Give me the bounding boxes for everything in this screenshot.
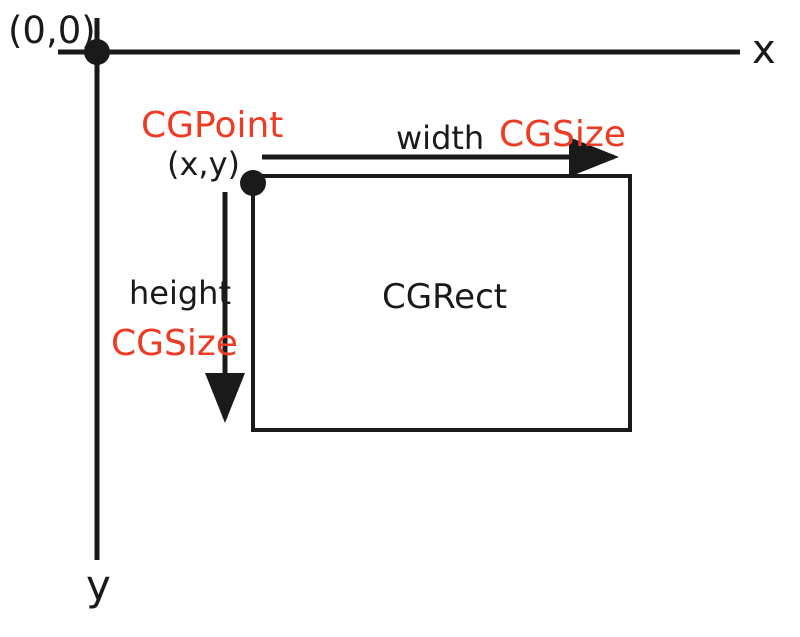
cgrect-label: CGRect xyxy=(382,277,508,317)
x-axis-label: x xyxy=(752,27,776,73)
origin-label: (0,0) xyxy=(8,9,96,52)
cgpoint-label: CGPoint xyxy=(141,105,284,146)
point-coordinates-label: (x,y) xyxy=(167,145,241,183)
y-axis-label: y xyxy=(86,561,111,610)
cgsize-height-label: CGSize xyxy=(111,323,238,364)
cgpoint-dot xyxy=(240,170,266,196)
cgsize-width-label: CGSize xyxy=(499,114,626,155)
height-label: height xyxy=(129,274,231,312)
cgrect-rectangle xyxy=(251,174,632,432)
width-label: width xyxy=(396,119,485,157)
origin-point-dot xyxy=(84,39,110,65)
